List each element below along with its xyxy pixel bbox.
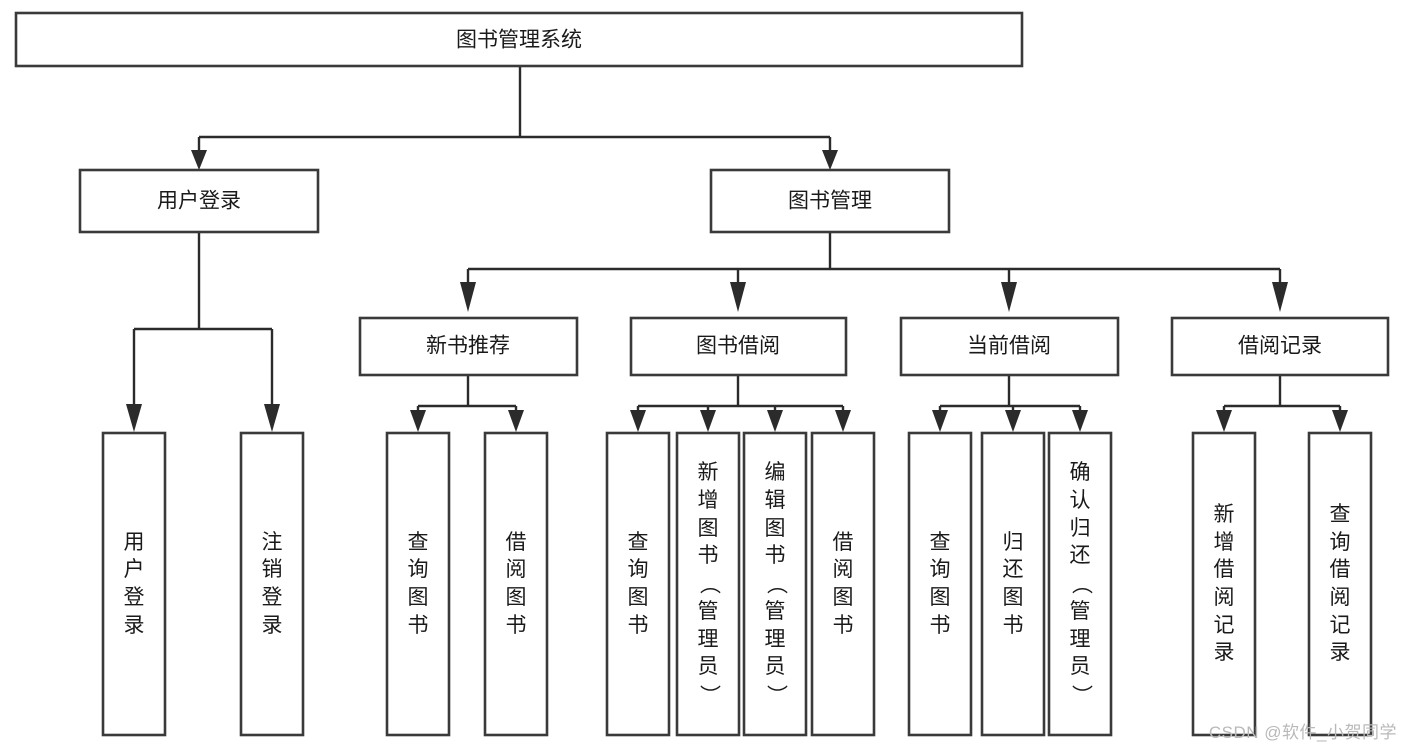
node-label-root: 图书管理系统 bbox=[456, 29, 582, 52]
arrow-head-bb-leaf-2 bbox=[700, 410, 716, 432]
arrow-head-br-leaf-1 bbox=[1216, 410, 1232, 432]
node-label-book-borrow: 图书借阅 bbox=[696, 335, 780, 358]
node-box-current-borrow[interactable] bbox=[899, 316, 1120, 377]
arrow-head-cb-leaf-1 bbox=[932, 410, 948, 432]
node-label-current-borrow: 当前借阅 bbox=[967, 335, 1051, 358]
node-box-borrow-records[interactable] bbox=[1170, 316, 1390, 377]
connector-layer bbox=[126, 66, 1348, 432]
node-label-user-login: 用户登录 bbox=[157, 190, 241, 213]
arrow-head-user-login bbox=[191, 150, 207, 170]
node-box-new-book-recommend[interactable] bbox=[358, 316, 579, 377]
node-label-book-management: 图书管理 bbox=[788, 190, 872, 213]
arrow-head-bb-leaf-1 bbox=[630, 410, 646, 432]
arrow-head-bb-leaf-3 bbox=[767, 410, 783, 432]
node-box-leaf-bb-borrow-book[interactable] bbox=[810, 431, 876, 737]
node-box-leaf-user-login[interactable] bbox=[101, 431, 167, 737]
node-box-leaf-cb-confirm-return[interactable] bbox=[1047, 431, 1113, 737]
node-label-borrow-records: 借阅记录 bbox=[1238, 335, 1322, 358]
node-box-leaf-br-add-record[interactable] bbox=[1191, 431, 1257, 737]
node-box-leaf-bb-query-book[interactable] bbox=[605, 431, 671, 737]
node-box-leaf-br-query-record[interactable] bbox=[1307, 431, 1373, 737]
arrow-head-bb-leaf-4 bbox=[835, 410, 851, 432]
arrow-head-cb-leaf-3 bbox=[1072, 410, 1088, 432]
arrow-head-leaf-logout bbox=[264, 404, 280, 432]
node-box-book-management[interactable] bbox=[709, 168, 951, 234]
node-box-leaf-bb-add-book[interactable] bbox=[675, 431, 741, 737]
arrow-head-new-book bbox=[460, 282, 476, 312]
arrow-head-leaf-user-login bbox=[126, 404, 142, 432]
arrow-head-current-borrow bbox=[1001, 282, 1017, 312]
arrow-head-br-leaf-2 bbox=[1332, 410, 1348, 432]
node-box-leaf-cb-return-book[interactable] bbox=[980, 431, 1046, 737]
node-box-leaf-nb-borrow-book[interactable] bbox=[483, 431, 549, 737]
arrow-head-book-mgmt bbox=[822, 150, 838, 170]
node-box-leaf-bb-edit-book[interactable] bbox=[742, 431, 808, 737]
node-box-book-borrow[interactable] bbox=[629, 316, 848, 377]
arrow-head-book-borrow bbox=[730, 282, 746, 312]
node-box-root[interactable] bbox=[14, 11, 1024, 68]
node-layer: 图书管理系统 用户登录 图书管理 新书推荐 图书借阅 当前借阅 借阅记录 bbox=[14, 11, 1390, 737]
csdn-watermark: CSDN @软件_小贺同学 bbox=[1208, 723, 1397, 742]
arrow-head-nb-leaf-2 bbox=[508, 410, 524, 432]
node-label-new-book-recommend: 新书推荐 bbox=[426, 335, 510, 358]
arrow-head-cb-leaf-2 bbox=[1005, 410, 1021, 432]
node-box-leaf-logout[interactable] bbox=[239, 431, 305, 737]
arrow-head-nb-leaf-1 bbox=[410, 410, 426, 432]
node-box-leaf-nb-query-book[interactable] bbox=[385, 431, 451, 737]
arrow-head-borrow-records bbox=[1272, 282, 1288, 312]
node-box-user-login[interactable] bbox=[78, 168, 320, 234]
node-box-leaf-cb-query-book[interactable] bbox=[907, 431, 973, 737]
